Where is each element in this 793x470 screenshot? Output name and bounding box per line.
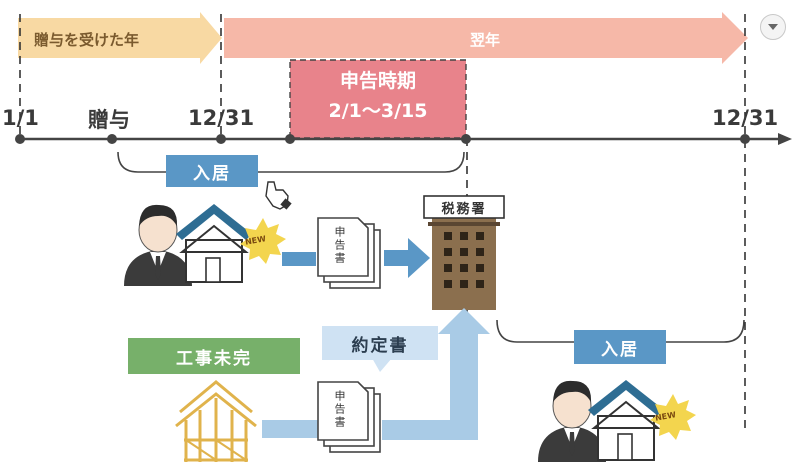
house-icon-2 (588, 380, 664, 461)
tick-dot-filing-end (461, 134, 471, 144)
options-dropdown-button[interactable] (760, 14, 786, 40)
move-in-label: 入居 (166, 155, 258, 187)
house-icon (176, 204, 252, 283)
hand-pointer-icon (265, 181, 292, 210)
tick-dot-year-end (216, 134, 226, 144)
next-year-arrow (224, 12, 748, 64)
tick-label-year-end: 12/31 (188, 106, 255, 130)
filing-period-dates: 2/1〜3/15 (328, 100, 428, 122)
flow-arrow-shaft-1 (282, 252, 316, 266)
contract-label: 約定書 (322, 326, 438, 360)
document-stack-icon (317, 217, 381, 289)
tick-dot-next-year-end (740, 134, 750, 144)
tick-dot-filing-start (285, 134, 295, 144)
unfinished-house-icon (175, 380, 257, 462)
gift-year-arrow (18, 12, 222, 64)
next-year-label: 翌年 (470, 31, 501, 49)
new-badge-icon (240, 218, 286, 264)
tick-label-next-year-end: 12/31 (712, 106, 779, 130)
flow-arrow-to-tax-office (384, 238, 430, 278)
gift-year-label: 贈与を受けた年 (34, 31, 140, 49)
document-label-2: 申告書 (333, 390, 346, 429)
chevron-down-icon (768, 24, 778, 30)
tick-label-gift: 贈与 (88, 108, 130, 132)
new-badge-icon-2 (650, 394, 696, 440)
filing-period-box (290, 60, 466, 138)
document-label: 申告書 (333, 226, 346, 265)
tick-dot-gift (107, 134, 117, 144)
move-in-label-2: 入居 (574, 330, 666, 364)
filing-period-title: 申告時期 (339, 70, 416, 92)
move-in-bracket (117, 151, 465, 173)
construction-label: 工事未完 (128, 338, 300, 374)
flow-arrow-shaft-2 (262, 420, 318, 438)
flow-arrow-bent-to-tax-office (382, 308, 490, 440)
person-icon (124, 204, 192, 286)
tick-label-start: 1/1 (2, 106, 39, 130)
tick-dot-start (15, 134, 25, 144)
tax-office-building-icon (423, 195, 505, 310)
tax-office-label: 税務署 (441, 202, 487, 217)
document-stack-icon-2 (317, 381, 381, 453)
timeline-arrowhead (778, 133, 792, 145)
person-icon-2 (538, 380, 606, 462)
contract-callout-tail (372, 358, 392, 372)
